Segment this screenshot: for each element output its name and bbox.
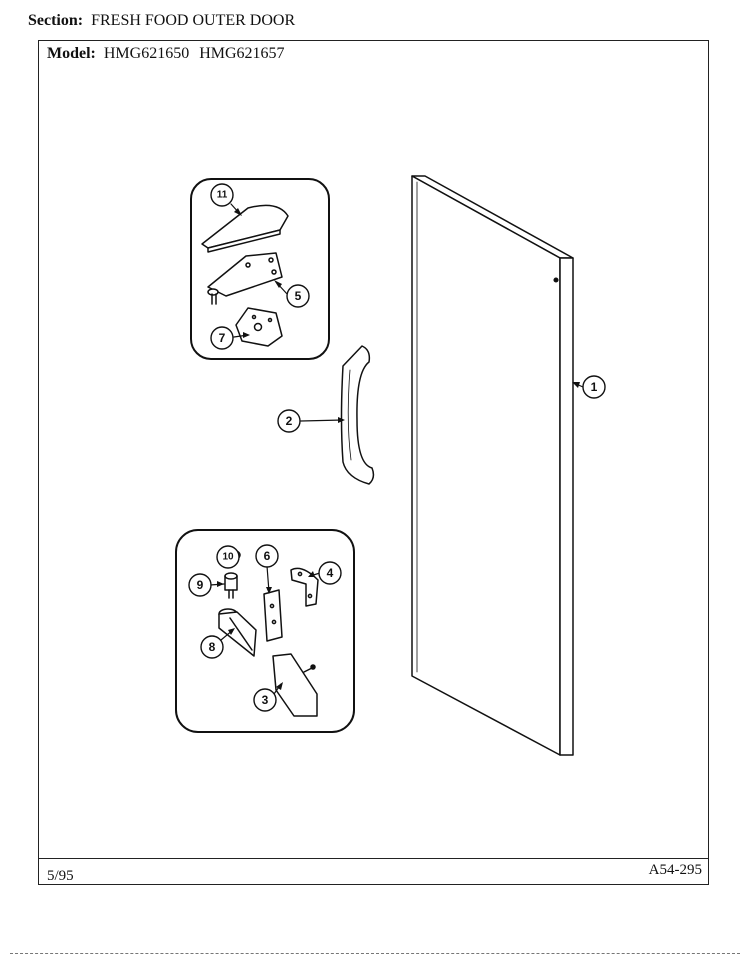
diagram-frame [38,40,709,885]
footer-divider [38,858,709,859]
hinge-cover-part [201,204,289,253]
hinge-pin-part [224,572,238,599]
model-header: Model: HMG621650 HMG621657 [47,45,285,63]
spacer-plate-part [263,589,283,642]
lower-hinge-bracket-part [218,608,257,657]
upper-hinge-part [207,252,283,305]
callout-1: 1 [591,380,598,394]
callout-circles [188,183,606,712]
model-label: Model: [47,45,96,62]
callout-8: 8 [209,640,216,654]
lower-hinge-inset [175,529,355,733]
callout-7: 7 [219,331,226,345]
callout-2: 2 [286,414,293,428]
callout-11: 11 [217,190,228,201]
section-header: Section: FRESH FOOD OUTER DOOR [28,12,295,30]
section-label: Section: [28,12,84,29]
callout-9: 9 [197,578,204,592]
scan-edge-line [10,953,740,954]
hinge-housing-part [272,653,318,717]
revision-date: 5/95 [47,868,74,884]
callout-10: 10 [222,552,234,563]
door-panel [411,175,574,756]
model-number-1: HMG621650 [103,45,190,62]
callout-5: 5 [295,289,302,303]
door-handle [340,345,375,485]
section-title: FRESH FOOD OUTER DOOR [91,12,296,29]
leader-arrowheads [217,208,580,690]
callout-6: 6 [264,549,271,563]
hinge-shim-part [235,307,283,347]
callout-3: 3 [262,693,269,707]
upper-hinge-inset [190,178,330,360]
model-number-2: HMG621657 [199,45,285,62]
callout-4: 4 [327,566,334,580]
drawing-code: A54-295 [648,862,702,878]
